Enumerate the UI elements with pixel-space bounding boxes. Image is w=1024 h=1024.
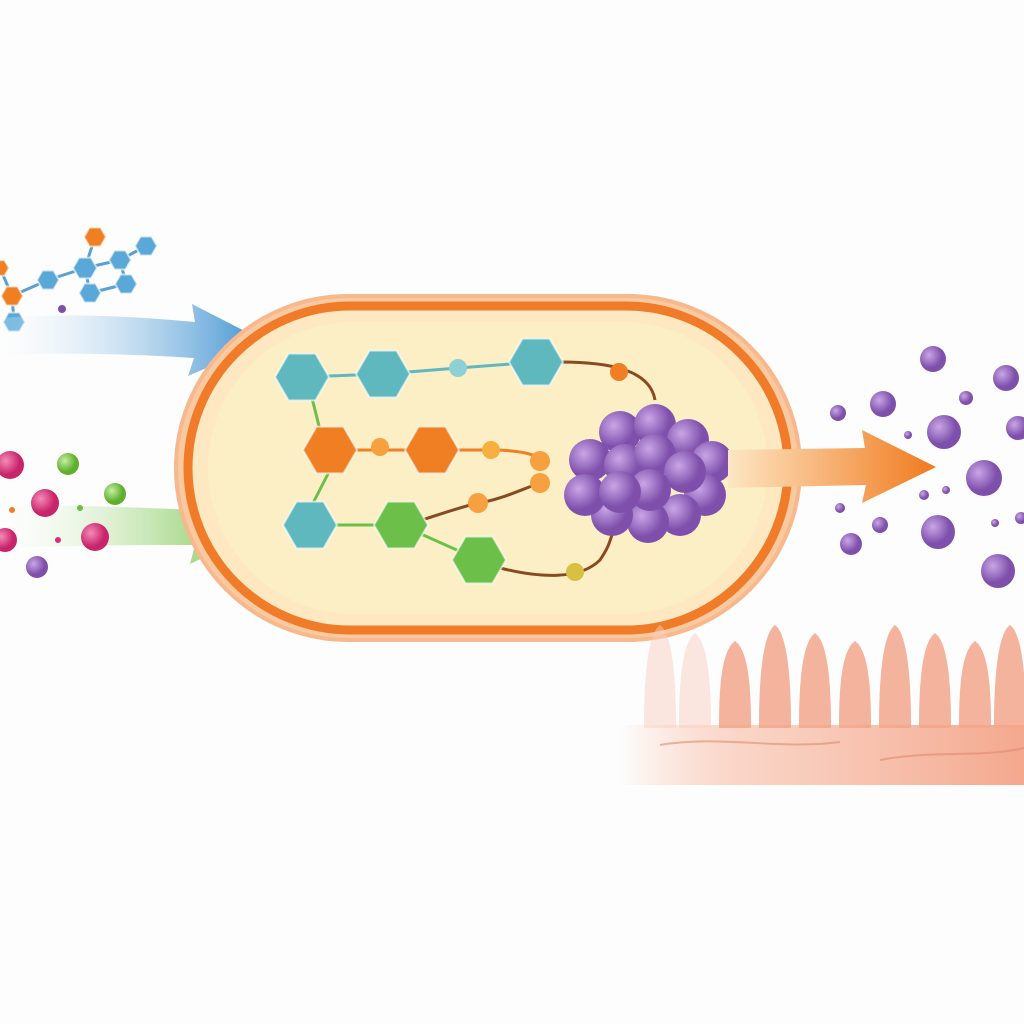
output-metabolite [840, 533, 862, 555]
input-particle [31, 489, 59, 517]
output-metabolite [991, 519, 999, 527]
metabolite-sphere [564, 474, 606, 516]
output-metabolite [927, 415, 961, 449]
output-metabolite [1015, 512, 1024, 524]
metabolite-sphere [627, 501, 669, 543]
input-particle [104, 483, 126, 505]
molecule-atom [82, 226, 108, 248]
metabolic-intermediate [281, 500, 339, 550]
intestinal-tissue-icon [620, 625, 1024, 785]
intestinal-villus [799, 633, 831, 728]
metabolic-intermediate [372, 500, 430, 550]
molecule-atom [35, 269, 61, 291]
output-metabolite [830, 405, 846, 421]
blue-input-arrow [0, 304, 266, 376]
output-metabolite [921, 515, 955, 549]
output-metabolite [993, 365, 1019, 391]
output-metabolite [872, 517, 888, 533]
metabolite-sphere [599, 471, 641, 513]
intestinal-villus [644, 625, 676, 728]
pathway-node [530, 473, 550, 493]
input-particle [26, 556, 48, 578]
pathway-node [566, 563, 584, 581]
metabolite-cluster-icon [564, 404, 733, 543]
intestinal-villus [839, 641, 871, 728]
intestinal-villus [994, 625, 1024, 728]
molecule-particle [58, 305, 66, 313]
metabolic-intermediate [507, 337, 565, 387]
molecule-atom [133, 235, 159, 257]
metabolite-sphere [659, 494, 701, 536]
pathway-node [610, 363, 628, 381]
metabolic-intermediate [403, 425, 461, 475]
molecule-atom [113, 273, 139, 295]
pathway-node [482, 441, 500, 459]
molecule-atom [71, 256, 99, 280]
input-particle [0, 528, 17, 552]
output-metabolite [959, 391, 973, 405]
output-metabolite [1006, 416, 1024, 440]
pathway-node [530, 451, 550, 471]
output-metabolite [920, 346, 946, 372]
metabolic-intermediate [301, 425, 359, 475]
metabolite-sphere [569, 439, 611, 481]
metabolite-sphere [634, 404, 676, 446]
input-particle [77, 505, 83, 511]
intestinal-villus [919, 633, 951, 728]
output-arrow [728, 430, 936, 503]
molecule-atom [77, 282, 103, 304]
metabolic-intermediate [273, 352, 331, 402]
input-particle [9, 507, 15, 513]
output-metabolite [942, 486, 950, 494]
input-particle [0, 451, 24, 479]
output-metabolite [966, 460, 1002, 496]
intestinal-villus [719, 641, 751, 728]
metabolite-sphere [599, 411, 641, 453]
input-particle [55, 537, 61, 543]
molecule-atom [0, 259, 11, 277]
bacterial-cell-icon [174, 294, 802, 642]
intestinal-villus [959, 641, 991, 728]
pathway-node [468, 493, 488, 513]
intestinal-villus [759, 625, 791, 728]
output-metabolite [904, 431, 912, 439]
input-particle [81, 523, 109, 551]
intestinal-villus [879, 625, 911, 728]
intestinal-villus [679, 633, 711, 728]
metabolic-intermediate [450, 535, 508, 585]
output-metabolite [835, 503, 845, 513]
metabolic-intermediate [354, 349, 412, 399]
pathway-node [449, 359, 467, 377]
metabolite-sphere [629, 469, 671, 511]
molecule-atom [107, 249, 133, 271]
molecule-atom [0, 285, 25, 307]
pathway-node [371, 438, 389, 456]
output-metabolite [981, 554, 1015, 588]
input-particle [57, 453, 79, 475]
output-metabolite [870, 391, 896, 417]
output-metabolite [919, 490, 929, 500]
metabolite-sphere [664, 451, 706, 493]
